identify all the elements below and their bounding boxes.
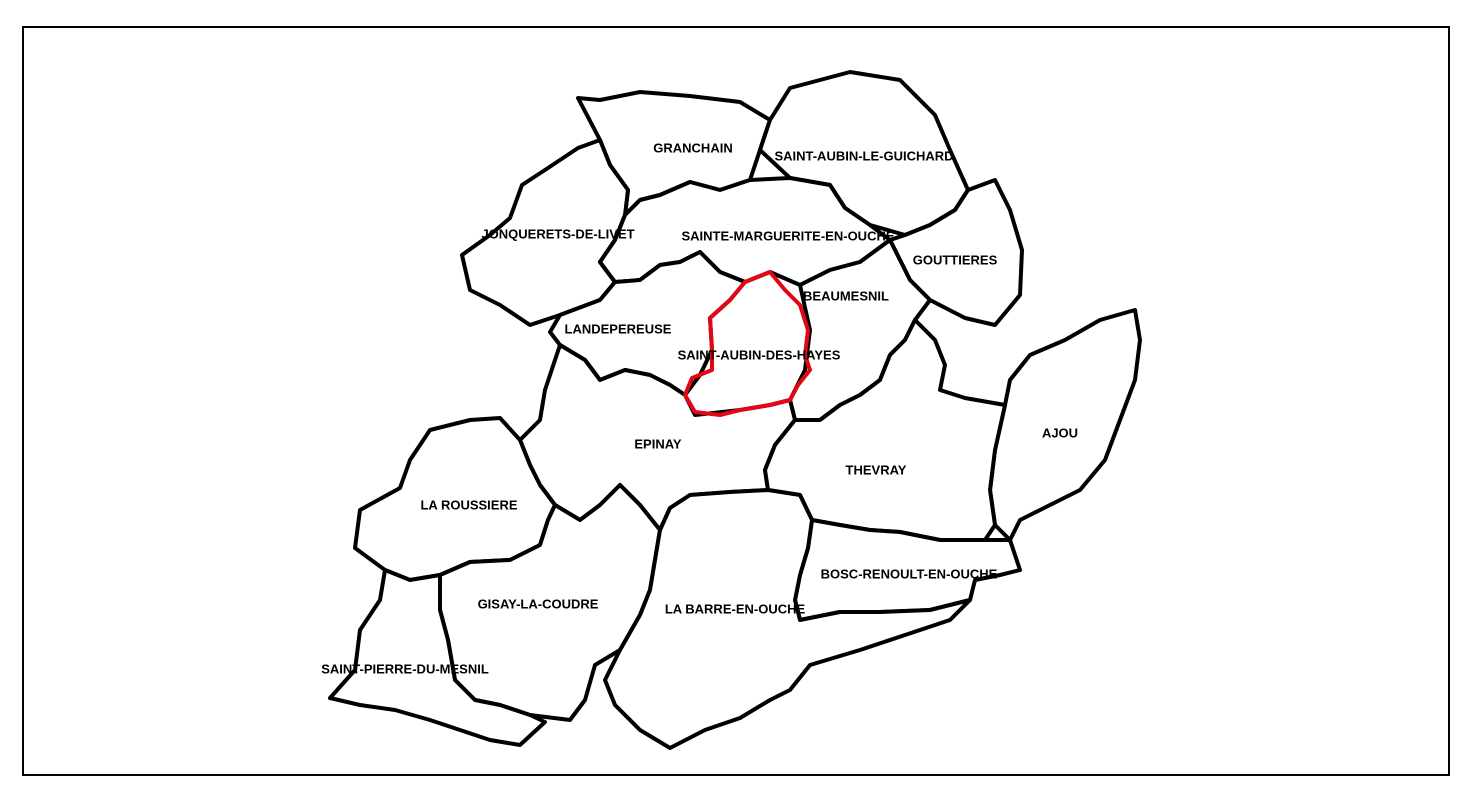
label-epinay: EPINAY (634, 436, 682, 451)
label-jonquerets-de-livet: JONQUERETS-DE-LIVET (481, 226, 634, 241)
label-gouttieres: GOUTTIERES (913, 252, 998, 267)
label-gisay-la-coudre: GISAY-LA-COUDRE (478, 596, 599, 611)
label-saint-pierre-du-mesnil: SAINT-PIERRE-DU-MESNIL (321, 661, 489, 676)
commune-gouttieres[interactable] (888, 178, 1024, 327)
commune-saint-pierre-du-mesnil[interactable] (328, 568, 547, 747)
commune-la-barre-en-ouche[interactable] (603, 488, 972, 750)
label-ajou: AJOU (1042, 425, 1078, 440)
commune-saint-aubin-des-hayes-outline[interactable] (683, 270, 812, 417)
label-sainte-marguerite-en-ouche: SAINTE-MARGUERITE-EN-OUCHE (681, 228, 894, 243)
label-saint-aubin-le-guichard: SAINT-AUBIN-LE-GUICHARD (774, 148, 953, 163)
label-thevray: THEVRAY (846, 462, 907, 477)
label-landepereuse: LANDEPEREUSE (565, 321, 672, 336)
label-saint-aubin-des-hayes: SAINT-AUBIN-DES-HAYES (678, 347, 841, 362)
label-la-roussiere: LA ROUSSIERE (420, 497, 517, 512)
label-granchain: GRANCHAIN (653, 140, 732, 155)
label-la-barre-en-ouche: LA BARRE-EN-OUCHE (665, 601, 806, 616)
label-bosc-renoult-en-ouche: BOSC-RENOULT-EN-OUCHE (821, 566, 998, 581)
label-beaumesnil: BEAUMESNIL (803, 288, 889, 303)
